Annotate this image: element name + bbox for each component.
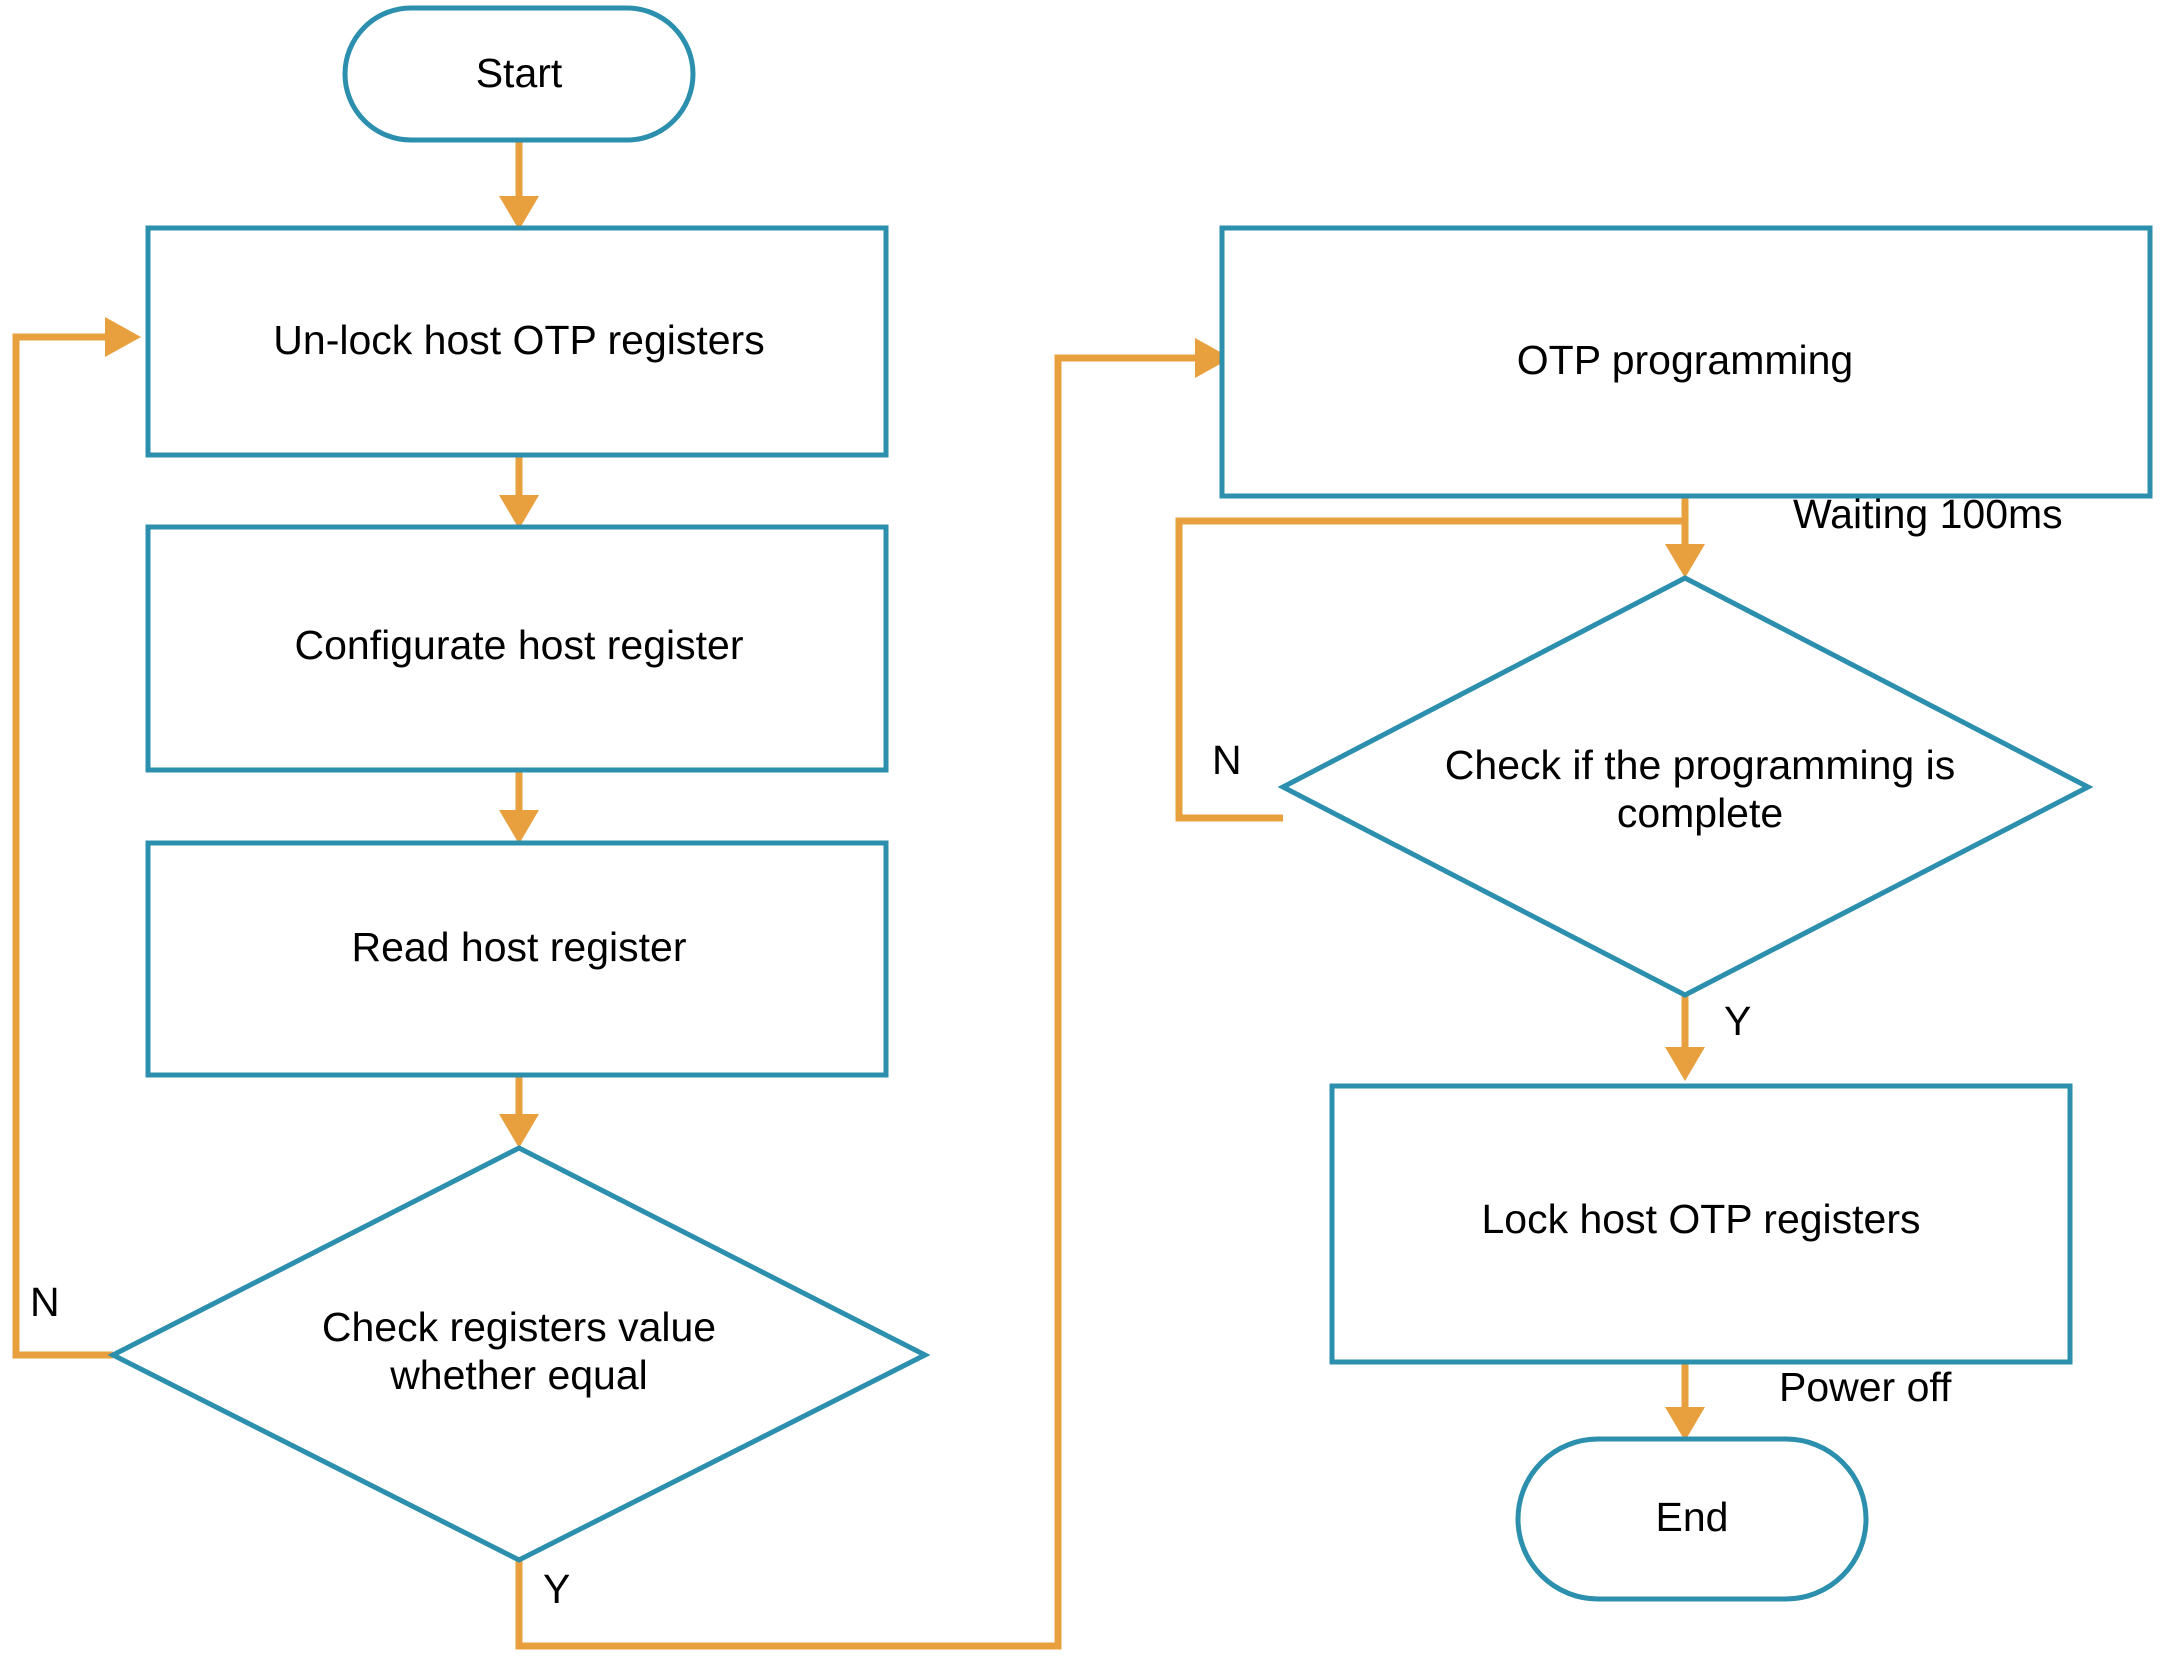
node-check-complete-label-line2: complete <box>1617 790 1783 836</box>
node-lock-label: Lock host OTP registers <box>1481 1196 1920 1242</box>
node-check-equal-label-line1: Check registers value <box>322 1304 716 1350</box>
edge-label-waiting: Waiting 100ms <box>1793 491 2063 537</box>
edge-read-to-check-equal <box>499 1075 539 1148</box>
edge-label-check-equal-yes: Y <box>543 1566 570 1612</box>
edge-label-check-equal-no: N <box>30 1279 60 1325</box>
node-end-label: End <box>1656 1494 1729 1540</box>
node-otp-programming-label: OTP programming <box>1517 337 1853 383</box>
node-check-equal-label-line2: whether equal <box>389 1352 648 1398</box>
edge-start-to-unlock <box>499 140 539 230</box>
node-lock-host-otp-registers[interactable]: Lock host OTP registers <box>1329 1083 2073 1365</box>
node-unlock-label: Un-lock host OTP registers <box>273 317 764 363</box>
edge-check-equal-no-loop <box>12 317 141 1359</box>
node-configurate-host-register[interactable]: Configurate host register <box>145 524 889 773</box>
edge-label-check-complete-yes: Y <box>1724 998 1751 1044</box>
edge-check-equal-yes <box>515 338 1231 1650</box>
node-check-registers-value[interactable]: Check registers value whether equal <box>107 1145 931 1563</box>
node-check-programming-complete[interactable]: Check if the programming is complete <box>1277 575 2094 998</box>
edge-check-complete-no-loop <box>1175 517 1685 822</box>
edge-check-complete-yes <box>1665 995 1705 1081</box>
edge-label-power-off: Power off <box>1779 1364 1952 1410</box>
edge-otp-to-check-complete <box>1665 496 1705 578</box>
edge-label-check-complete-no: N <box>1212 737 1242 783</box>
node-check-complete-label-line1: Check if the programming is <box>1445 742 1955 788</box>
edge-unlock-to-configure <box>499 455 539 529</box>
node-start-label: Start <box>476 50 563 96</box>
node-end[interactable]: End <box>1515 1436 1869 1602</box>
node-read-host-register[interactable]: Read host register <box>145 840 889 1078</box>
edge-configure-to-read <box>499 770 539 844</box>
node-otp-programming[interactable]: OTP programming <box>1219 225 2153 499</box>
edge-lock-to-end <box>1665 1362 1705 1441</box>
node-start[interactable]: Start <box>342 5 696 143</box>
node-configure-label: Configurate host register <box>295 622 744 668</box>
node-unlock-host-otp-registers[interactable]: Un-lock host OTP registers <box>145 225 889 458</box>
node-read-label: Read host register <box>351 924 686 970</box>
